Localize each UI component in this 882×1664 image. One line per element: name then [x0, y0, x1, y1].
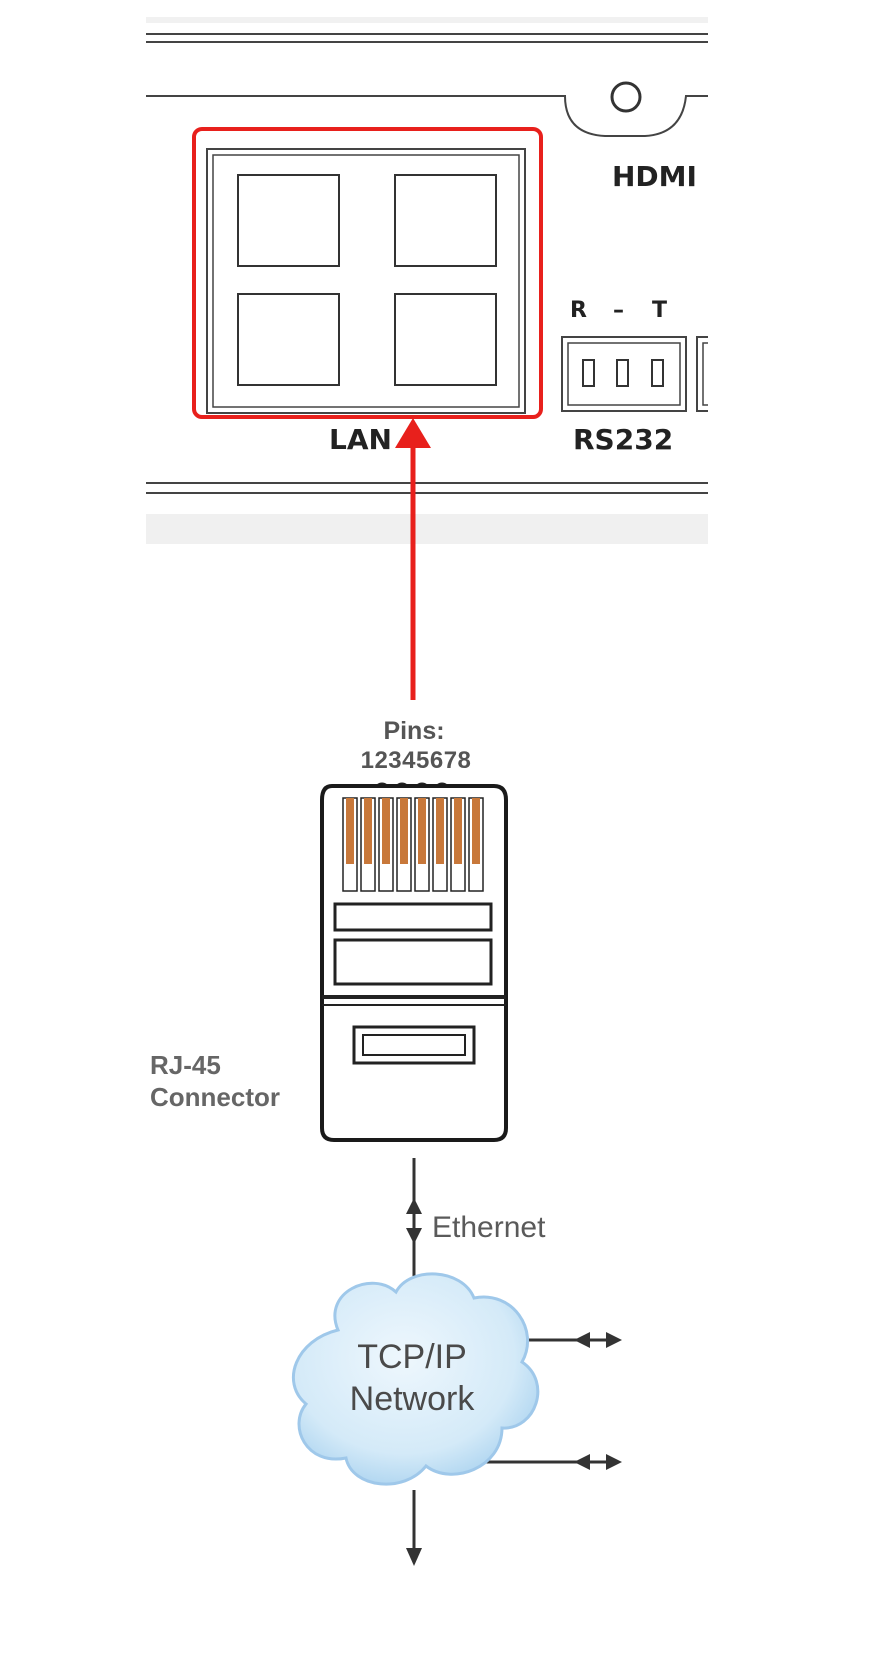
lan-pointer-arrow: [395, 418, 431, 700]
pins-numbers: 12345678: [361, 747, 472, 774]
cloud-link-upper-arrow-right: [606, 1332, 622, 1348]
rs232-slot-1: [582, 359, 595, 387]
cloud-shape: [291, 1272, 540, 1486]
connector-slot-lower: [333, 938, 493, 986]
pin-3-contact: [382, 798, 390, 864]
cloud-link-lower-arrow-left: [574, 1454, 590, 1470]
lan-port-3: [237, 293, 340, 386]
lan-label: LAN: [329, 423, 392, 456]
rs232-slot-3: [651, 359, 664, 387]
connector-pins: [342, 797, 484, 892]
ethernet-link: Ethernet: [406, 1158, 546, 1282]
pins-title: Pins:: [383, 717, 444, 745]
ethernet-label: Ethernet: [432, 1211, 546, 1244]
cloud-label-line1: TCP/IP: [357, 1338, 467, 1376]
ethernet-arrow-down: [406, 1228, 422, 1244]
pointer-arrowhead: [395, 418, 431, 448]
lan-port-block-inner: [212, 154, 520, 408]
device-rear-panel: HDMI LAN R – T RS232: [146, 17, 708, 544]
pin-5-contact: [418, 798, 426, 864]
panel-notch-outline: [146, 95, 708, 137]
rs232-label: RS232: [573, 423, 673, 456]
lan-port-1: [237, 174, 340, 267]
rj45-connector: Pins: 12345678: [150, 717, 508, 1142]
next-terminal-partial-inner: [702, 342, 708, 406]
pin-6-contact: [436, 798, 444, 864]
connector-slot-upper: [333, 902, 493, 932]
cloud-label-line2: Network: [350, 1380, 476, 1418]
rj45-label-line2: Connector: [150, 1082, 280, 1112]
rs232-terminal-inner: [567, 342, 681, 406]
rs232-pin-dash-label: –: [613, 298, 624, 323]
pin-7-contact: [454, 798, 462, 864]
connector-latch-inner: [362, 1034, 466, 1056]
lan-port-4: [394, 293, 497, 386]
panel-bottom-shadow: [146, 514, 708, 544]
pin-2-contact: [364, 798, 372, 864]
cloud-link-upper-arrow-left: [574, 1332, 590, 1348]
tcpip-network-cloud: TCP/IP Network: [291, 1272, 622, 1566]
lan-highlight-box: [192, 127, 543, 419]
rs232-slot-2: [616, 359, 629, 387]
rs232-pin-t-label: T: [652, 298, 667, 323]
hdmi-indicator-icon: [610, 81, 642, 113]
cloud-link-bottom-arrow: [406, 1548, 422, 1566]
pin-4-contact: [400, 798, 408, 864]
pin-8-contact: [472, 798, 480, 864]
ethernet-arrow-up: [406, 1198, 422, 1214]
cloud-link-lower-arrow-right: [606, 1454, 622, 1470]
next-terminal-partial: [696, 336, 708, 412]
hdmi-label: HDMI: [612, 160, 697, 193]
panel-top-shadow: [146, 17, 708, 23]
pin-1-contact: [346, 798, 354, 864]
lan-port-2: [394, 174, 497, 267]
rj45-label-line1: RJ-45: [150, 1050, 221, 1080]
rs232-pin-r-label: R: [570, 298, 587, 323]
